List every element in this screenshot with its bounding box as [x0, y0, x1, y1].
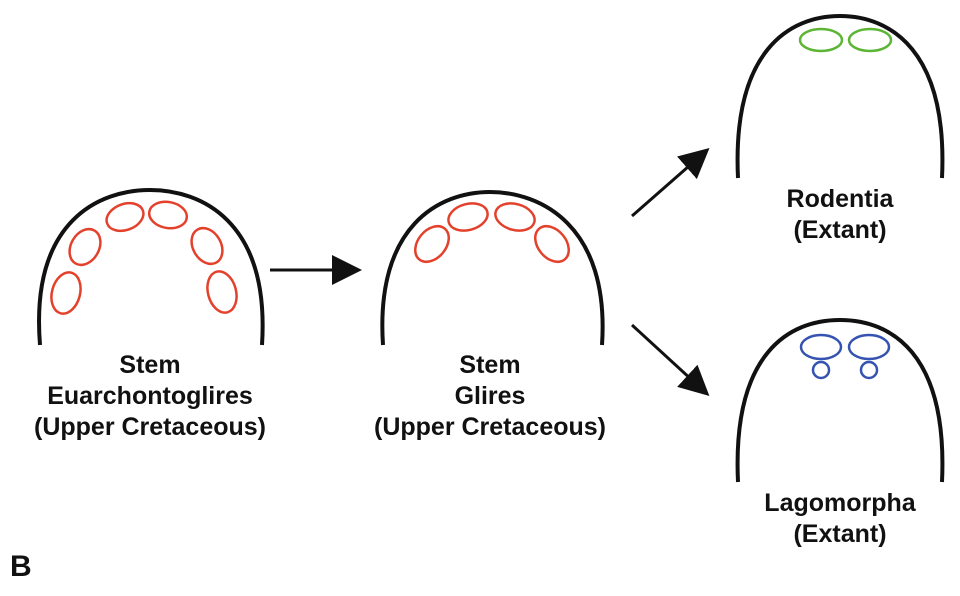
label-line: Stem	[0, 350, 300, 381]
label-line: Lagomorpha	[740, 488, 940, 519]
incisor	[185, 223, 228, 270]
rodentia-label: Rodentia (Extant)	[760, 184, 920, 246]
label-line: Euarchontoglires	[0, 381, 300, 412]
stem-glires-palate	[382, 192, 602, 345]
palate-outline	[39, 190, 263, 345]
incisor	[408, 220, 455, 269]
incisor	[801, 335, 841, 359]
lagomorpha-palate	[738, 320, 943, 482]
incisor	[492, 199, 537, 234]
incisor	[203, 268, 241, 316]
incisor	[445, 199, 490, 234]
rodentia-palate	[738, 16, 943, 178]
panel-label: B	[10, 550, 32, 584]
palate-outline	[738, 16, 943, 178]
lagomorpha-label: Lagomorpha (Extant)	[740, 488, 940, 550]
incisor	[103, 198, 148, 235]
label-line: Glires	[340, 381, 640, 412]
peg-incisor	[813, 362, 829, 378]
arrow-glires-to-lagomorpha	[632, 325, 705, 392]
label-line: Rodentia	[760, 184, 920, 215]
peg-incisor	[861, 362, 877, 378]
label-line: Stem	[340, 350, 640, 381]
incisor	[800, 29, 842, 51]
label-line: (Extant)	[740, 519, 940, 550]
arrow-glires-to-rodentia	[632, 152, 705, 216]
stem-euarchontoglires-label: Stem Euarchontoglires (Upper Cretaceous)	[0, 350, 300, 443]
incisor	[63, 224, 106, 271]
incisor	[849, 29, 891, 51]
incisor	[147, 199, 189, 231]
label-line: (Upper Cretaceous)	[340, 412, 640, 443]
incisor	[47, 269, 85, 317]
stem-glires-label: Stem Glires (Upper Cretaceous)	[340, 350, 640, 443]
incisor	[849, 335, 889, 359]
palate-outline	[382, 192, 602, 345]
stem-euarchontoglires-palate	[39, 190, 263, 345]
label-line: (Extant)	[760, 215, 920, 246]
label-line: (Upper Cretaceous)	[0, 412, 300, 443]
